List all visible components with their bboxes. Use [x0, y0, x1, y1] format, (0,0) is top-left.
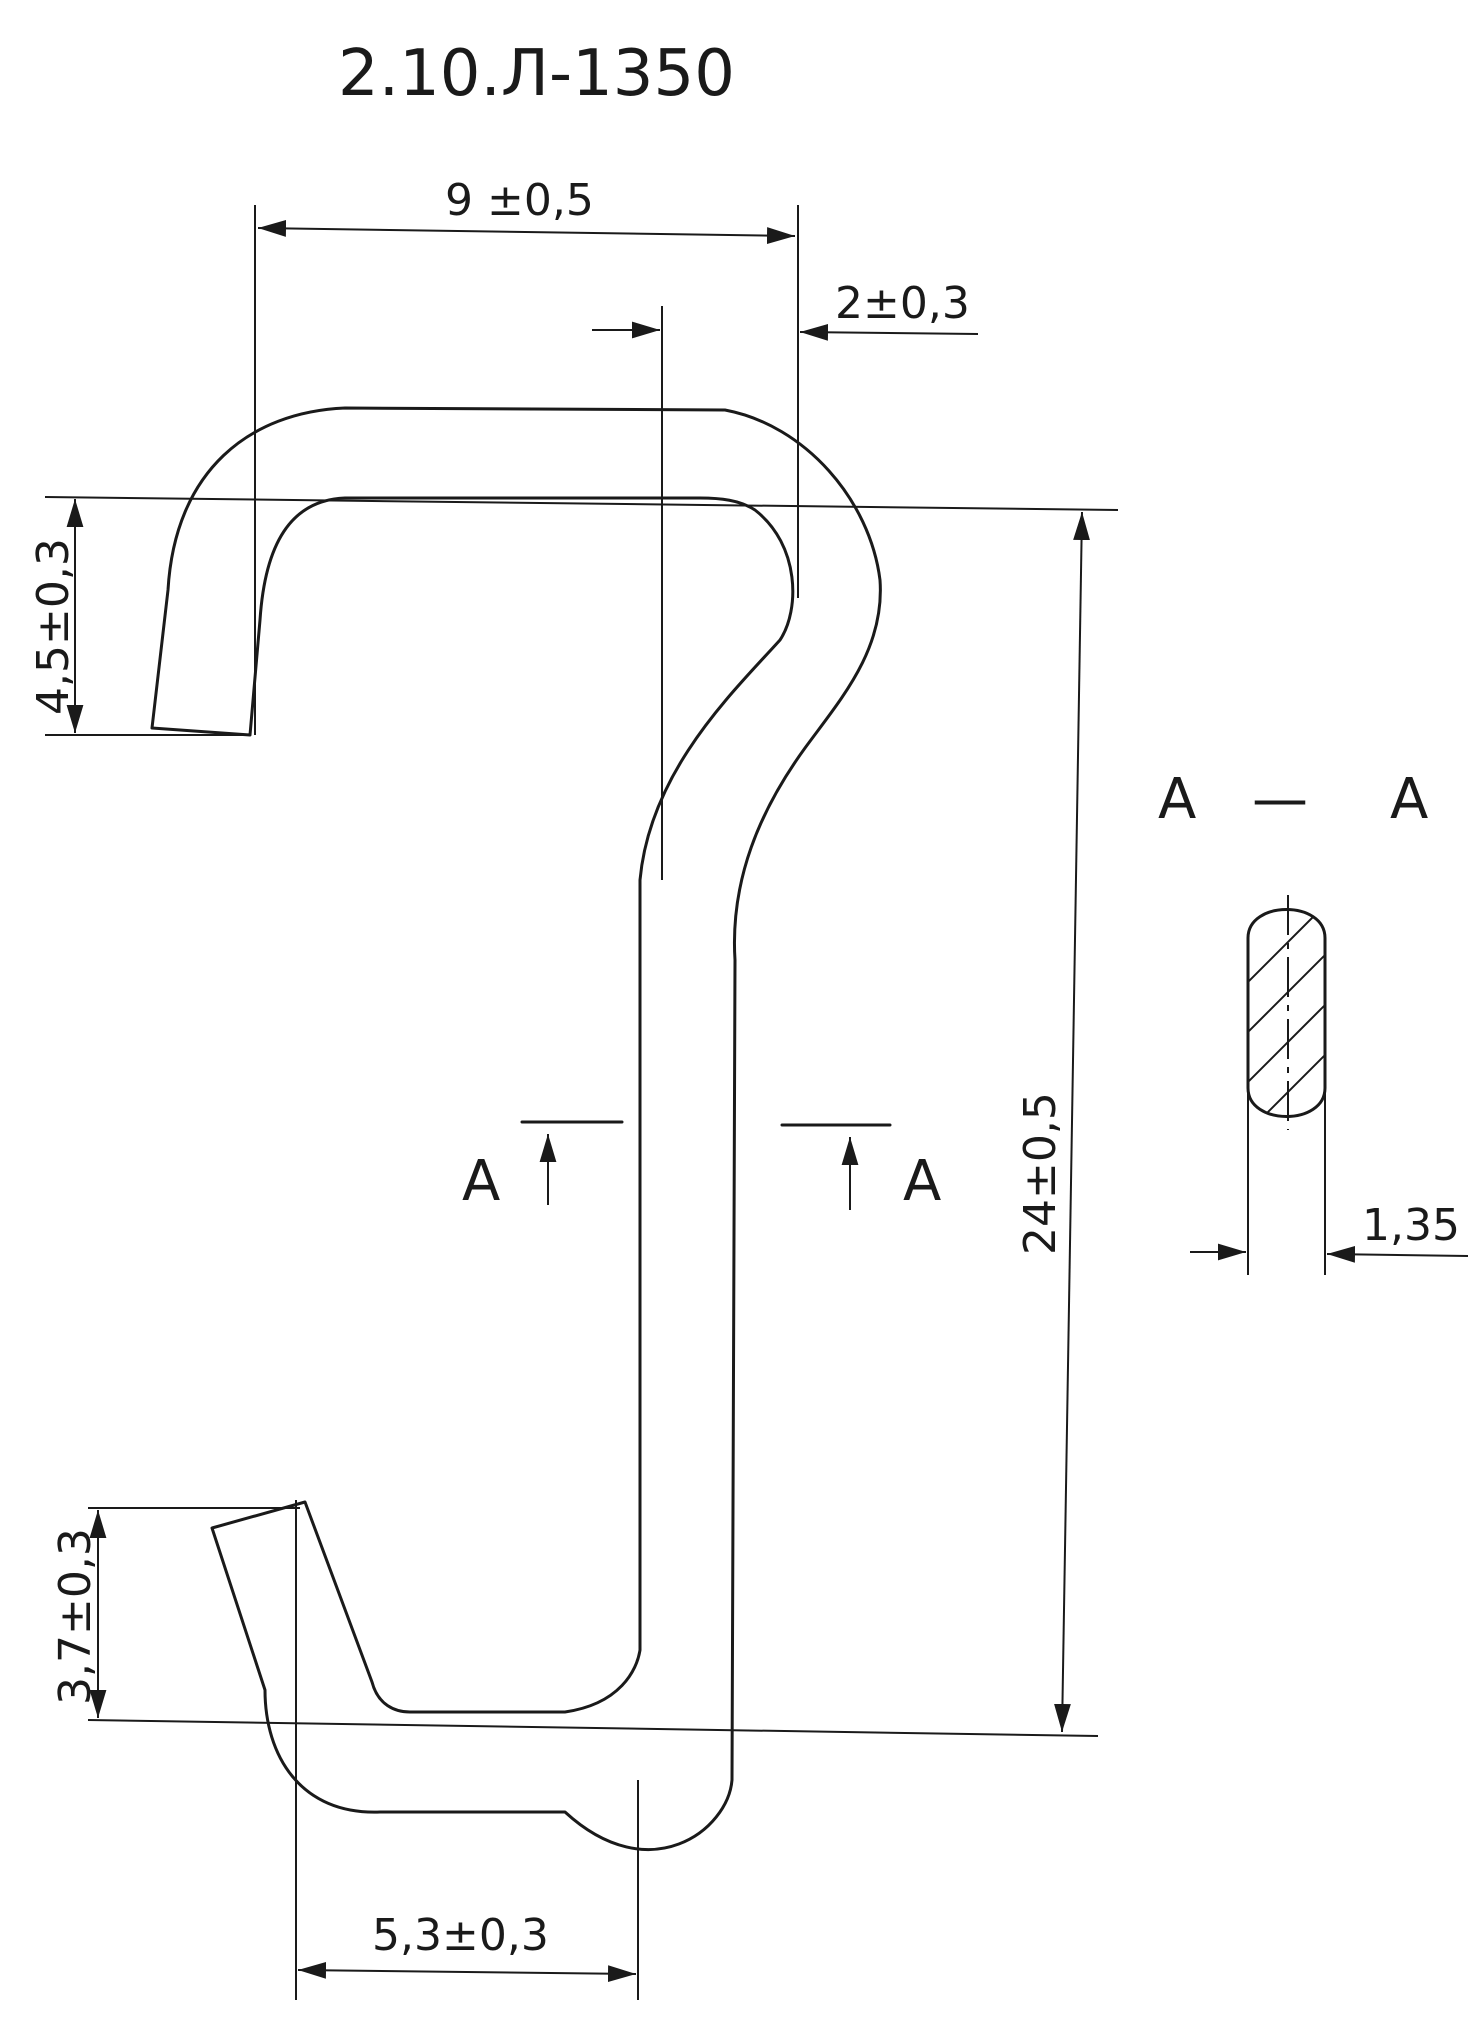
section-view-title-right: A	[1390, 767, 1428, 832]
ext-bottom-horizontal	[87, 1719, 1099, 1737]
dim-top-hook-height: 4,5±0,3	[28, 538, 79, 715]
dim-wire-offset: 2±0,3	[835, 278, 970, 329]
cross-section: 1,35	[1190, 895, 1469, 1275]
section-label-right: A	[903, 1149, 941, 1214]
dim-line-wire-offset-right	[799, 323, 979, 341]
section-mark-left: A	[462, 1120, 624, 1214]
dim-line-total-height	[1054, 511, 1090, 1733]
dim-line-top-width	[257, 220, 796, 244]
section-mark-right: A	[780, 1123, 941, 1214]
hook-outer-contour	[150, 406, 882, 1852]
section-view-title-dash: —	[1252, 767, 1308, 832]
dim-section-width: 1,35	[1362, 1200, 1460, 1251]
dim-bottom-hook-height: 3,7±0,3	[50, 1528, 101, 1705]
dim-total-height: 24±0,5	[1015, 1092, 1066, 1255]
dim-line-section-right	[1326, 1245, 1469, 1263]
dim-line-bottom-width	[297, 1961, 637, 1983]
section-label-left: A	[462, 1149, 500, 1214]
dim-bottom-width: 5,3±0,3	[372, 1910, 549, 1961]
section-view-title-left: A	[1158, 767, 1196, 832]
ext-top-horizontal	[44, 496, 1119, 511]
dim-top-width: 9 ±0,5	[445, 175, 594, 226]
drawing-title: 2.10.Л-1350	[338, 37, 735, 111]
